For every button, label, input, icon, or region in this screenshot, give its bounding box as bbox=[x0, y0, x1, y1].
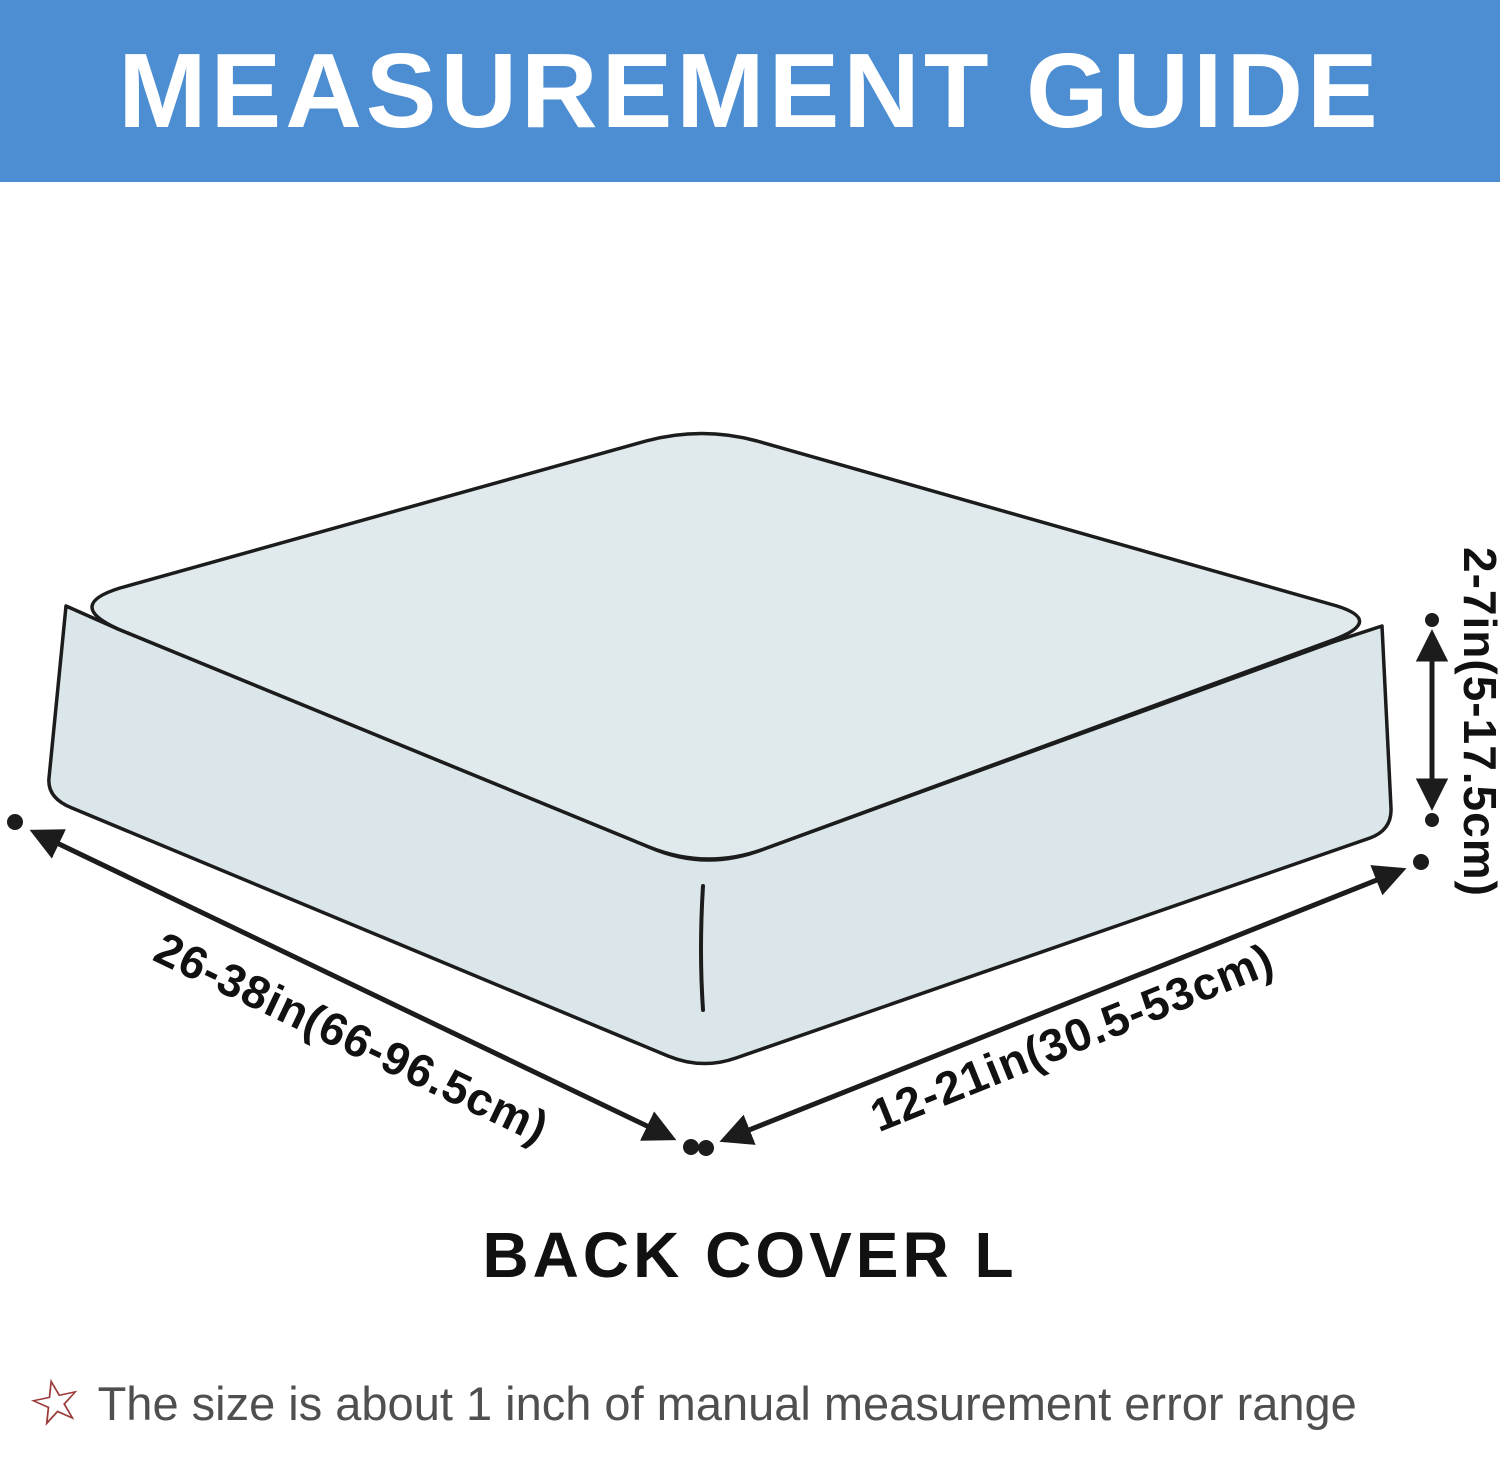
page-title: MEASUREMENT GUIDE bbox=[118, 31, 1382, 150]
height-dimension-arrow bbox=[1415, 613, 1449, 827]
depth-dimension-arrow bbox=[698, 854, 1429, 1156]
star-outline-icon: ☆ bbox=[21, 1362, 91, 1443]
width-dimension-arrow bbox=[7, 814, 699, 1155]
cushion-front-seam bbox=[699, 884, 705, 1012]
footnote: ☆ The size is about 1 inch of manual mea… bbox=[21, 1363, 1488, 1442]
product-name-label: BACK COVER L bbox=[482, 1219, 1018, 1291]
header-banner: MEASUREMENT GUIDE bbox=[0, 0, 1500, 182]
cushion-top-face bbox=[90, 431, 1362, 861]
height-dimension-label: 2-7in(5-17.5cm) bbox=[1454, 547, 1500, 897]
footnote-text: The size is about 1 inch of manual measu… bbox=[97, 1376, 1357, 1430]
